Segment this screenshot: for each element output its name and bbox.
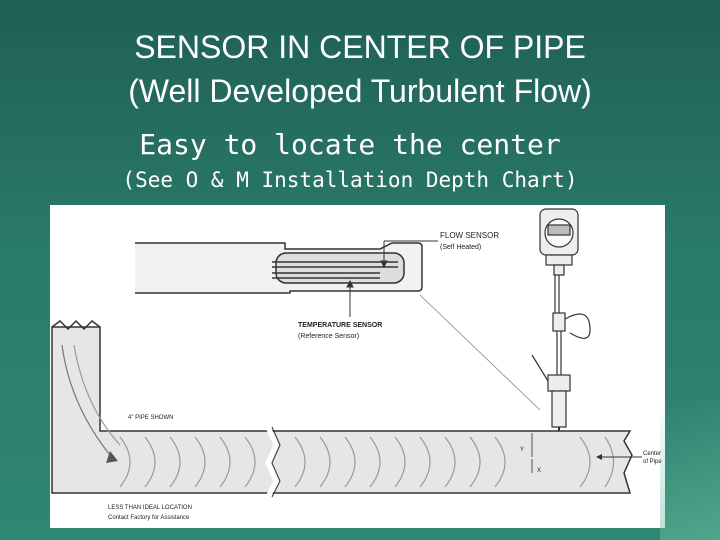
slide-title-line1: SENSOR IN CENTER OF PIPE [134, 29, 586, 65]
pipe-size-label: 4" PIPE SHOWN [128, 415, 173, 421]
flow-sensor-label: FLOW SENSOR [440, 231, 499, 240]
slide-subtitle: Easy to locate the center [139, 128, 561, 161]
ball-valve [547, 374, 571, 392]
dimension-x: X [537, 468, 541, 474]
corner-decoration [660, 400, 720, 540]
slide-note: (See O & M Installation Depth Chart) [122, 168, 578, 192]
diagram-svg: FLOW SENSOR (Self Heated) TEMPERATURE SE… [51, 208, 662, 521]
center-of-pipe-label-1: Center [643, 451, 661, 457]
pipe [51, 319, 633, 499]
sensor-installation-diagram: FLOW SENSOR (Self Heated) TEMPERATURE SE… [50, 205, 665, 528]
warning-line1: LESS THAN IDEAL LOCATION [108, 505, 192, 511]
slide-title-line2: (Well Developed Turbulent Flow) [128, 73, 592, 109]
temperature-sensor-label: TEMPERATURE SENSOR [298, 322, 382, 329]
flow-streamlines [61, 344, 615, 488]
transmitter [531, 208, 591, 475]
flow-arrow [106, 451, 118, 463]
leader-lines [346, 240, 541, 411]
dimension-y: Y [520, 447, 524, 453]
temperature-sensor-sublabel: (Reference Sensor) [298, 333, 359, 340]
flow-sensor-sublabel: (Self Heated) [440, 244, 481, 251]
center-of-pipe-label-2: of Pipe [643, 459, 662, 465]
probe-detail [135, 242, 423, 294]
probe-tip [275, 252, 405, 284]
warning-line2: Contact Factory for Assistance [108, 515, 190, 521]
